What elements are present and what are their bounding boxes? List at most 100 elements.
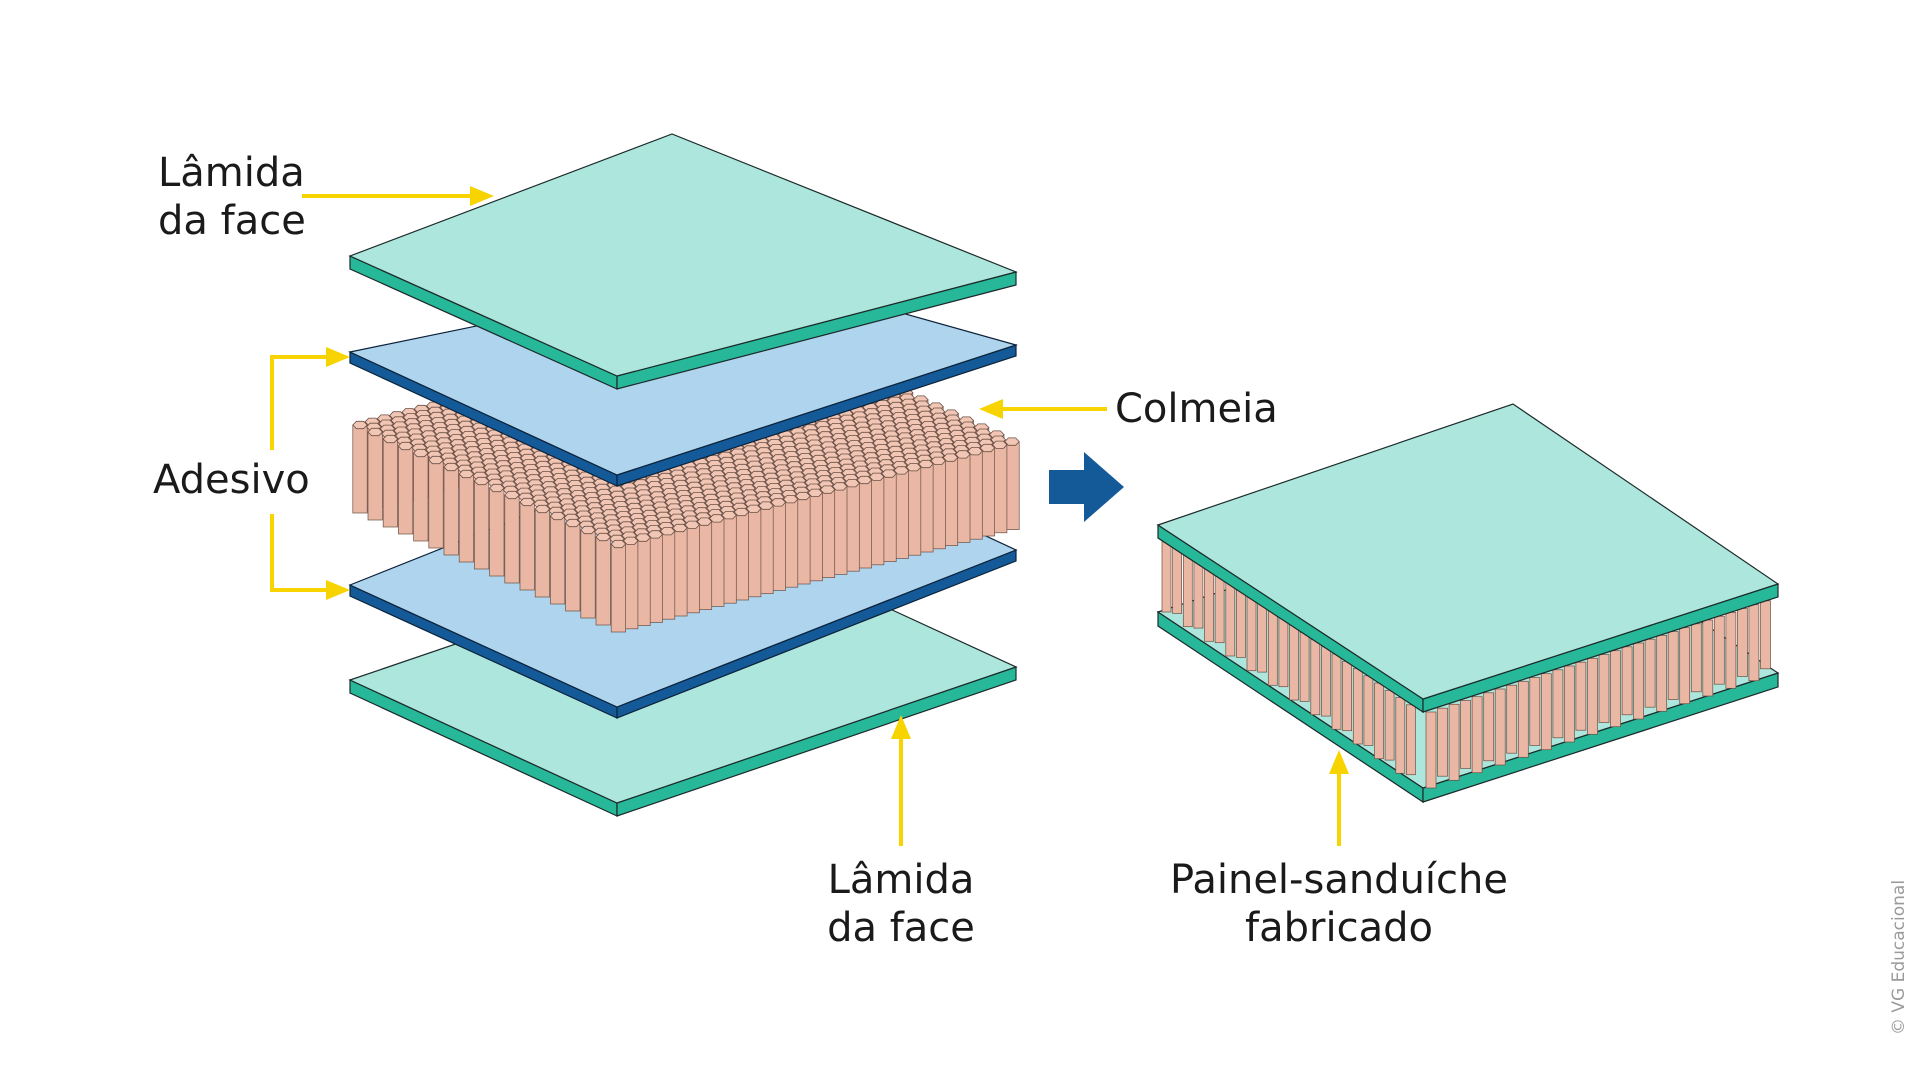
honeycomb-cell	[709, 514, 725, 523]
honeycomb-cell	[565, 518, 581, 528]
honeycomb-cell	[819, 485, 836, 494]
panel-honeycomb-column	[1289, 624, 1299, 701]
honeycomb-cell-wall	[398, 445, 414, 535]
panel-honeycomb-column	[1172, 544, 1182, 614]
bottom-face-label-line2: da face	[827, 905, 975, 951]
honeycomb-cell	[519, 497, 535, 507]
panel-honeycomb-core	[1161, 537, 1771, 789]
honeycomb-cell	[967, 447, 983, 456]
adhesive-pointer	[270, 355, 333, 450]
process-arrow-icon	[1049, 452, 1124, 522]
top-face-label-line2: da face	[158, 198, 306, 244]
panel-honeycomb-column	[1633, 642, 1644, 720]
panel-honeycomb-column	[1214, 573, 1225, 644]
honeycomb-cell	[881, 469, 897, 478]
panel-honeycomb-column	[1587, 657, 1598, 735]
panel-honeycomb-column	[1656, 634, 1668, 712]
panel-honeycomb-column	[1529, 677, 1541, 746]
honeycomb-cell	[534, 504, 551, 514]
exploded-view	[348, 133, 1020, 817]
honeycomb-cell	[733, 507, 750, 517]
honeycomb-cell	[504, 490, 520, 500]
honeycomb-cell	[770, 498, 787, 507]
panel-honeycomb-column	[1667, 631, 1679, 700]
honeycomb-cell-wall	[458, 473, 474, 563]
panel-honeycomb-column	[1621, 646, 1633, 716]
honeycomb-cell	[610, 539, 627, 549]
panel-honeycomb-column	[1690, 623, 1702, 693]
honeycomb-cell-wall	[610, 543, 626, 633]
panel-honeycomb-column	[1748, 604, 1760, 682]
panel-honeycomb-column	[1737, 608, 1748, 677]
panel-honeycomb-column	[1352, 668, 1363, 745]
honeycomb-cell	[352, 420, 368, 430]
honeycomb-cell	[832, 482, 848, 491]
panel-honeycomb-column	[1552, 669, 1564, 739]
honeycomb-cell	[807, 488, 823, 497]
panel-honeycomb-column	[1471, 696, 1483, 774]
honeycomb-cell	[991, 440, 1008, 449]
honeycomb-cell	[473, 476, 490, 486]
honeycomb-cell	[647, 530, 664, 539]
honeycomb-cell-wall	[352, 424, 368, 514]
honeycomb-cell-wall	[443, 466, 459, 556]
honeycomb-cell-wall	[595, 536, 611, 626]
honeycomb-cell-wall	[428, 459, 444, 549]
panel-honeycomb-column	[1204, 566, 1214, 642]
honeycomb-cell	[622, 536, 639, 545]
honeycomb-cell	[443, 462, 459, 472]
honeycomb-cell	[684, 520, 700, 529]
honeycomb-cell	[549, 511, 566, 521]
honeycomb-cell-wall	[580, 529, 596, 619]
panel-honeycomb-column	[1342, 660, 1352, 732]
honeycomb-cell	[635, 533, 651, 542]
panel-top-face	[1156, 403, 1780, 714]
panel-honeycomb-column	[1437, 707, 1448, 777]
panel-honeycomb-column	[1702, 619, 1714, 697]
honeycomb-cell	[458, 469, 475, 479]
panel-honeycomb-column	[1225, 581, 1236, 657]
panel-honeycomb-column	[1374, 682, 1384, 760]
panel-label-line2: fabricado	[1245, 905, 1433, 951]
panel-honeycomb-column	[1760, 600, 1771, 670]
honeycomb-cell-wall	[413, 452, 429, 542]
panel-honeycomb-column	[1713, 615, 1725, 685]
honeycomb-cell	[595, 532, 611, 542]
image-credit: © VG Educacional	[1889, 880, 1909, 1035]
honeycomb-cell-wall	[550, 515, 566, 605]
honeycomb-cell	[955, 450, 971, 459]
panel-honeycomb-column	[1725, 611, 1737, 689]
honeycomb-cell-wall	[565, 522, 581, 612]
honeycomb-cell	[905, 463, 922, 472]
honeycomb-cell	[413, 448, 429, 458]
panel-honeycomb-column	[1161, 537, 1172, 613]
honeycomb-cell	[856, 475, 873, 485]
panel-honeycomb-column	[1310, 639, 1321, 716]
panel-honeycomb-column	[1598, 654, 1610, 723]
adhesive-label: Adesivo	[153, 457, 310, 503]
panel-honeycomb-column	[1679, 627, 1691, 705]
honeycomb-cell-wall	[474, 480, 490, 570]
label-pointers	[270, 186, 1349, 846]
panel-honeycomb-column	[1267, 610, 1278, 686]
panel-honeycomb-column	[1278, 617, 1289, 688]
panel-honeycomb-column	[1384, 689, 1395, 761]
panel-honeycomb-column	[1494, 688, 1506, 766]
panel-honeycomb-column	[1540, 673, 1552, 751]
panel-honeycomb-column	[1483, 692, 1495, 762]
honeycomb-cell-wall	[519, 501, 535, 591]
honeycomb-cell	[721, 511, 737, 520]
honeycomb-cell	[489, 483, 505, 493]
panel-honeycomb-column	[1193, 559, 1204, 629]
honeycomb-cell	[659, 527, 676, 536]
honeycomb-cell	[979, 443, 996, 453]
honeycomb-cell	[795, 491, 811, 501]
honeycomb-cell	[745, 504, 762, 513]
honeycomb-cell-wall	[382, 438, 398, 528]
honeycomb-cell-wall	[489, 487, 505, 577]
panel-honeycomb-column	[1644, 638, 1656, 708]
honeycomb-cell	[782, 495, 799, 504]
panel-honeycomb-column	[1406, 704, 1416, 776]
panel-honeycomb-column	[1299, 631, 1310, 702]
